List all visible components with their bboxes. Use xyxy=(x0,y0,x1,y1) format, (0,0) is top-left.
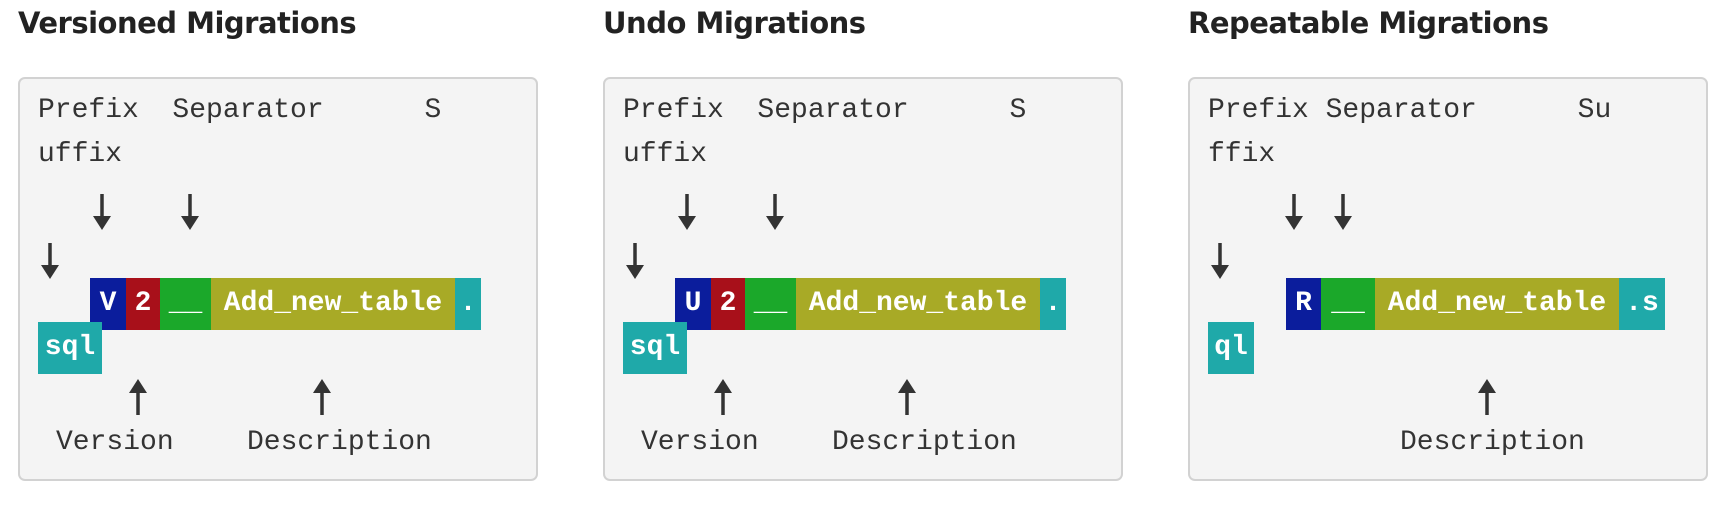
suffix-segment: . xyxy=(1040,278,1066,330)
description-segment: Add_new_table xyxy=(211,278,455,330)
version-label: Version xyxy=(641,427,759,458)
prefix-segment: R xyxy=(1286,278,1321,330)
panel-versioned: Versioned Migrations Prefix Separator S … xyxy=(18,0,542,510)
top-labels-line1: Prefix Separator S xyxy=(623,95,1027,126)
panel-title: Versioned Migrations xyxy=(18,6,357,40)
description-label: Description xyxy=(247,427,432,458)
arrow-up-icon xyxy=(126,377,150,417)
description-label: Description xyxy=(1400,427,1585,458)
arrow-down-icon xyxy=(1208,241,1232,281)
arrow-up-icon xyxy=(895,377,919,417)
arrow-up-icon xyxy=(1475,377,1499,417)
version-segment: 2 xyxy=(711,278,745,330)
arrow-down-icon xyxy=(178,192,202,232)
panel-title: Repeatable Migrations xyxy=(1188,6,1549,40)
separator-segment: __ xyxy=(160,278,211,330)
separator-segment: __ xyxy=(745,278,796,330)
arrow-down-icon xyxy=(763,192,787,232)
diagram-card: Prefix Separator S uffix U 2 __ Add_new_… xyxy=(603,77,1123,481)
arrow-down-icon xyxy=(90,192,114,232)
description-segment: Add_new_table xyxy=(796,278,1040,330)
panel-title: Undo Migrations xyxy=(603,6,866,40)
prefix-segment: V xyxy=(90,278,126,330)
diagram-card: Prefix Separator Su ffix R __ Add_new_ta… xyxy=(1188,77,1708,481)
version-segment: 2 xyxy=(126,278,160,330)
top-labels-line2: ffix xyxy=(1208,139,1276,170)
panel-repeatable: Repeatable Migrations Prefix Separator S… xyxy=(1188,0,1712,510)
prefix-segment: U xyxy=(675,278,711,330)
suffix-segment-wrap: sql xyxy=(38,322,102,374)
separator-segment: __ xyxy=(1321,278,1375,330)
arrow-up-icon xyxy=(310,377,334,417)
arrow-down-icon xyxy=(623,241,647,281)
top-labels-line1: Prefix Separator S xyxy=(38,95,442,126)
top-labels-line2: uffix xyxy=(623,139,708,170)
suffix-segment: . xyxy=(455,278,481,330)
description-label: Description xyxy=(832,427,1017,458)
arrow-down-icon xyxy=(38,241,62,281)
panel-undo: Undo Migrations Prefix Separator S uffix… xyxy=(603,0,1127,510)
arrow-down-icon xyxy=(675,192,699,232)
diagram-card: Prefix Separator S uffix V 2 __ Add_new_… xyxy=(18,77,538,481)
arrow-down-icon xyxy=(1282,192,1306,232)
version-label: Version xyxy=(56,427,174,458)
arrow-down-icon xyxy=(1331,192,1355,232)
description-segment: Add_new_table xyxy=(1375,278,1619,330)
suffix-segment-wrap: ql xyxy=(1208,322,1254,374)
top-labels-line1: Prefix Separator Su xyxy=(1208,95,1612,126)
suffix-segment-wrap: sql xyxy=(623,322,687,374)
top-labels-line2: uffix xyxy=(38,139,123,170)
arrow-up-icon xyxy=(711,377,735,417)
suffix-segment: .s xyxy=(1619,278,1665,330)
